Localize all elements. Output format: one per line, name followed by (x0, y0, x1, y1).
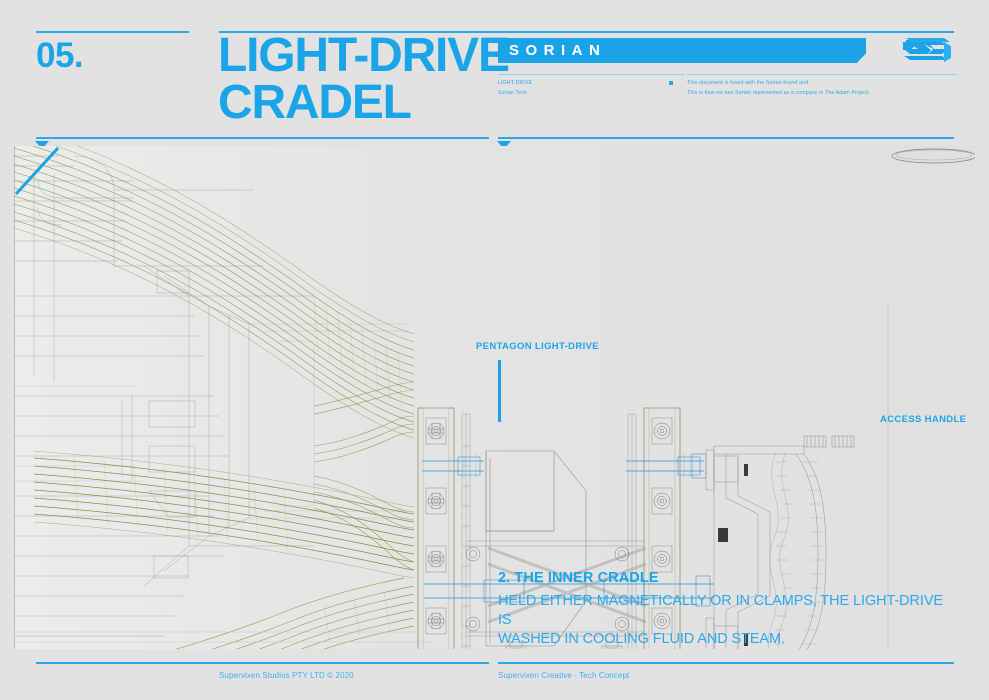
annotation-pentagon-light-drive: PENTAGON LIGHT-DRIVE (476, 341, 599, 352)
leader-line-access-handle (14, 146, 60, 196)
cross-braces (487, 546, 647, 624)
brand-panel: SORIAN LIGHT-DRIVE Sorian Tech This docu… (498, 38, 957, 96)
diagram-left-edge (14, 146, 15, 649)
right-rail (627, 407, 681, 649)
leader-line-pentagon (498, 360, 501, 422)
ring-ellipse (891, 148, 975, 164)
brand-meta-line-2: Sorian Tech (498, 90, 527, 97)
wireframe-drawing (14, 146, 975, 649)
cable-fan (313, 381, 415, 571)
insert-blocks (718, 464, 748, 646)
header-rule-left (36, 31, 189, 33)
header-divider-left (36, 137, 489, 139)
brand-description-line-1: This document is fused with the Sorian b… (687, 80, 809, 86)
header-divider-right (498, 137, 954, 139)
section-number: 05. (36, 36, 84, 75)
cable-bundle-upper (14, 146, 415, 431)
brand-rule-left (498, 74, 684, 75)
caption-block: 2. THE INNER CRADLE HELD EITHER MAGNETIC… (498, 570, 958, 649)
cable-bundle-lower (175, 577, 415, 649)
caption-body-line-2: WASHED IN COOLING FLUID AND STEAM. (498, 631, 785, 648)
header-rule-right (219, 31, 954, 33)
page-header: 05. LIGHT-DRIVE CRADEL SORIAN LIGHT-DRIV… (0, 0, 989, 149)
triangle-marker-right-icon (497, 141, 511, 149)
caption-title: 2. THE INNER CRADLE (498, 570, 659, 586)
footer-rule-left (36, 662, 489, 664)
cable-bundle-middle (33, 457, 415, 571)
footer-credit: Supervixen Creative - Tech Concept (498, 671, 630, 680)
brand-name: SORIAN (509, 42, 607, 59)
inner-cradle-box (485, 450, 587, 647)
technical-diagram: PENTAGON LIGHT-DRIVE ACCESS HANDLE (14, 146, 975, 649)
brand-bar: SORIAN (498, 38, 866, 63)
brand-description-line-2: This is how we see Sorian represented as… (687, 90, 871, 97)
brand-bullet-marker (669, 81, 673, 85)
brace-rotors (465, 546, 630, 632)
page-title-line-2: CRADEL (218, 76, 412, 130)
brand-description: This document is fused with the Sorian b… (687, 78, 870, 98)
triangle-marker-left-icon (35, 141, 49, 149)
footer-copyright: Supervixen Studios PTY LTD © 2020 (219, 671, 354, 680)
annotation-access-handle: ACCESS HANDLE (880, 414, 967, 425)
page-title-line-1: LIGHT-DRIVE (218, 29, 510, 82)
brand-meta: LIGHT-DRIVE Sorian Tech (498, 78, 532, 98)
clamp-blocks (803, 435, 855, 448)
cradle-wave-spine (768, 451, 792, 649)
page-title: LIGHT-DRIVE CRADEL (218, 29, 518, 130)
brand-rule-right (687, 74, 957, 75)
sorian-s-logo-icon (903, 38, 951, 62)
footer-rule-right (498, 662, 954, 664)
caption-body-line-1: HELD EITHER MAGNETICALLY OR IN CLAMPS, T… (498, 593, 943, 629)
centre-pistons (505, 641, 623, 649)
brand-meta-line-1: LIGHT-DRIVE (498, 80, 533, 86)
left-rail (417, 407, 471, 649)
right-cradle-bracket (713, 445, 827, 649)
caption-body: HELD EITHER MAGNETICALLY OR IN CLAMPS, T… (498, 592, 958, 649)
left-frame-wireframe (14, 155, 314, 637)
